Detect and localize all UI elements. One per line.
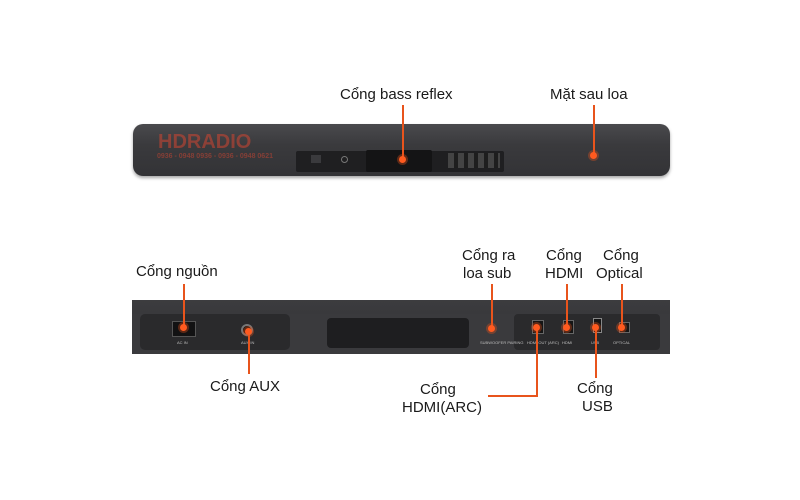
label-power: Cổng nguồn: [136, 263, 218, 280]
panel-text-hdmi: HDMI: [562, 340, 573, 345]
label-aux: Cổng AUX: [210, 378, 281, 395]
label-optical-line1: Cổng: [603, 247, 639, 264]
leader-power: [183, 284, 185, 326]
marker-hdmi: [563, 324, 570, 331]
leader-aux: [248, 332, 250, 374]
marker-rear: [590, 152, 597, 159]
label-rear: Mặt sau loa: [550, 86, 628, 103]
leader-optical: [621, 284, 623, 326]
marker-usb: [592, 324, 599, 331]
marker-aux: [245, 328, 252, 335]
leader-rear: [593, 105, 595, 155]
panel-text-optical: OPTICAL: [613, 340, 631, 345]
label-sub-line1: Cổng ra: [462, 247, 516, 264]
label-optical-line2: Optical: [596, 265, 643, 282]
small-button: [341, 156, 348, 163]
rear-ports-group: [448, 153, 500, 168]
panel-text-hdmi-arc: HDMI OUT (ARC): [527, 340, 559, 345]
small-jack: [311, 155, 321, 163]
marker-optical: [618, 324, 625, 331]
label-arc-line1: Cổng: [420, 381, 456, 398]
soundbar-back-panel: [132, 300, 670, 354]
leader-bass-reflex: [402, 105, 404, 157]
label-arc-line2: HDMI(ARC): [402, 399, 482, 416]
leader-arc-vertical: [536, 326, 538, 396]
panel-text-subwoofer: SUBWOOFER PAIRING: [480, 340, 524, 345]
panel-text-aux-in: AUX IN: [241, 340, 255, 345]
watermark-subtext: 0936 - 0948 0936 - 0936 - 0948 0621: [157, 153, 273, 160]
leader-sub: [491, 284, 493, 326]
panel-text-ac-in: AC IN: [177, 340, 188, 345]
label-bass-reflex: Cổng bass reflex: [340, 86, 453, 103]
watermark-logo: HDRADIO: [158, 131, 252, 153]
marker-power: [180, 324, 187, 331]
label-usb-line2: USB: [582, 398, 613, 415]
marker-arc: [533, 324, 540, 331]
marker-bass-reflex: [399, 156, 406, 163]
label-hdmi-line1: Cổng: [546, 247, 582, 264]
marker-sub: [488, 325, 495, 332]
leader-hdmi: [566, 284, 568, 326]
label-hdmi-line2: HDMI: [545, 265, 584, 282]
center-recess: [327, 318, 469, 348]
leader-arc-horizontal: [488, 395, 538, 397]
label-usb-line1: Cổng: [577, 380, 613, 397]
leader-usb: [595, 326, 597, 378]
label-sub-line2: loa sub: [463, 265, 512, 282]
left-recess: [140, 314, 290, 350]
